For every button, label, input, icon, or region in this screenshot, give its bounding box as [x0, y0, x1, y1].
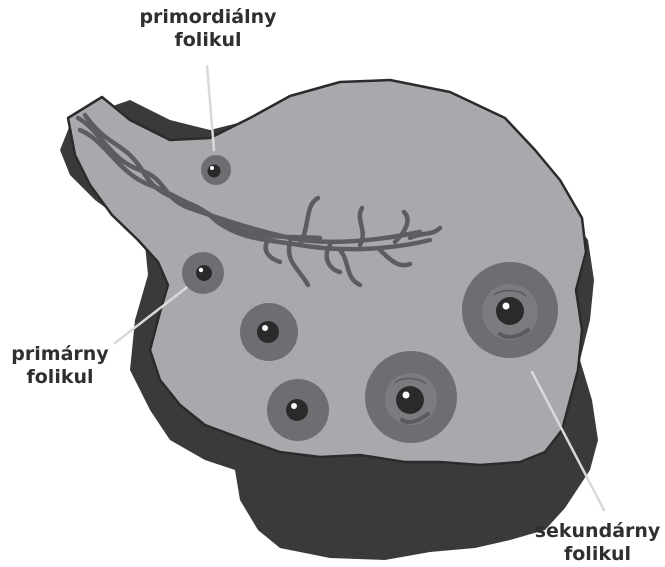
vessel-branch-4	[360, 208, 363, 245]
secondary-label-line1: sekundárny	[530, 520, 665, 543]
primordial-label-line1: primordiálny	[118, 6, 298, 29]
primary-follicle-2	[240, 303, 298, 361]
primordial-follicle	[201, 155, 231, 185]
primary-follicle-1	[182, 252, 224, 294]
secondary-follicle-2	[462, 262, 558, 358]
secondary-follicle-label: sekundárny folikul	[530, 520, 665, 566]
secondary-label-line2: folikul	[530, 543, 665, 566]
secondary-follicle-1	[365, 351, 457, 443]
primary-follicle-label: primárny folikul	[0, 343, 120, 389]
primordial-label-line2: folikul	[118, 29, 298, 52]
primary-follicle-3	[267, 379, 329, 441]
primordial-follicle-label: primordiálny folikul	[118, 6, 298, 52]
primary-label-line1: primárny	[0, 343, 120, 366]
primary-label-line2: folikul	[0, 366, 120, 389]
